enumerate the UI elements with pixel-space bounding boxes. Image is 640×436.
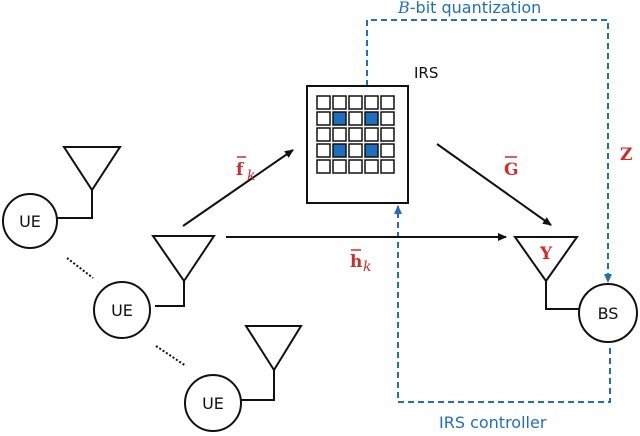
channel-h-label: h k (350, 249, 371, 275)
antenna-center-icon (151, 235, 216, 307)
irs-element (348, 111, 363, 126)
irs-element (380, 127, 395, 142)
y-label: Y (539, 244, 553, 264)
irs-label: IRS (414, 64, 438, 82)
irs-element (364, 159, 379, 174)
irs-element-grid (316, 95, 395, 174)
channel-g-arrow (436, 143, 552, 226)
ue-node-1-label: UE (19, 212, 41, 231)
irs-element (332, 127, 347, 142)
irs-element-active (364, 111, 379, 126)
irs-element-active (364, 143, 379, 158)
channel-f-label: f k (236, 156, 255, 184)
quantization-text: -bit quantization (410, 0, 542, 17)
bs-node-label: BS (598, 304, 619, 323)
quantization-link (366, 19, 612, 283)
channel-f-arrow (182, 149, 294, 227)
irs-controller-label: IRS controller (439, 413, 547, 432)
channel-g-label: G (504, 156, 519, 180)
irs-element (316, 95, 331, 110)
g-symbol: G (504, 160, 519, 180)
quantization-label: B-bit quantization (397, 0, 541, 17)
z-label: Z (620, 145, 632, 165)
quantization-var: B (397, 0, 410, 17)
ue-node-2: UE (93, 281, 151, 339)
h-subscript: k (363, 259, 371, 275)
irs-controller-link (394, 205, 611, 403)
ue-node-2-label: UE (111, 301, 133, 320)
ue-node-3-label: UE (202, 394, 224, 413)
ue-node-3: UE (184, 374, 242, 432)
irs-element (316, 143, 331, 158)
f-symbol: f (236, 160, 245, 180)
irs-element (380, 95, 395, 110)
ue-ellipsis-1 (66, 257, 94, 279)
irs-element (348, 143, 363, 158)
irs-element (316, 111, 331, 126)
irs-element (364, 127, 379, 142)
antenna-ue3-icon (240, 325, 303, 401)
antenna-ue1-icon (57, 146, 122, 219)
ue-ellipsis-2 (155, 345, 187, 367)
irs-element-active (332, 111, 347, 126)
irs-element (380, 159, 395, 174)
irs-element (380, 111, 395, 126)
irs-element (348, 127, 363, 142)
irs-element (364, 95, 379, 110)
antenna-bs-icon (513, 236, 581, 310)
ue-node-1: UE (2, 193, 58, 249)
h-symbol: h (350, 252, 362, 272)
irs-element (380, 143, 395, 158)
irs-element (348, 159, 363, 174)
f-subscript: k (247, 168, 255, 184)
irs-element (316, 159, 331, 174)
irs-element (332, 95, 347, 110)
irs-element-active (332, 143, 347, 158)
bs-node: BS (578, 283, 638, 343)
irs-element (316, 127, 331, 142)
irs-element (348, 95, 363, 110)
irs-element (332, 159, 347, 174)
